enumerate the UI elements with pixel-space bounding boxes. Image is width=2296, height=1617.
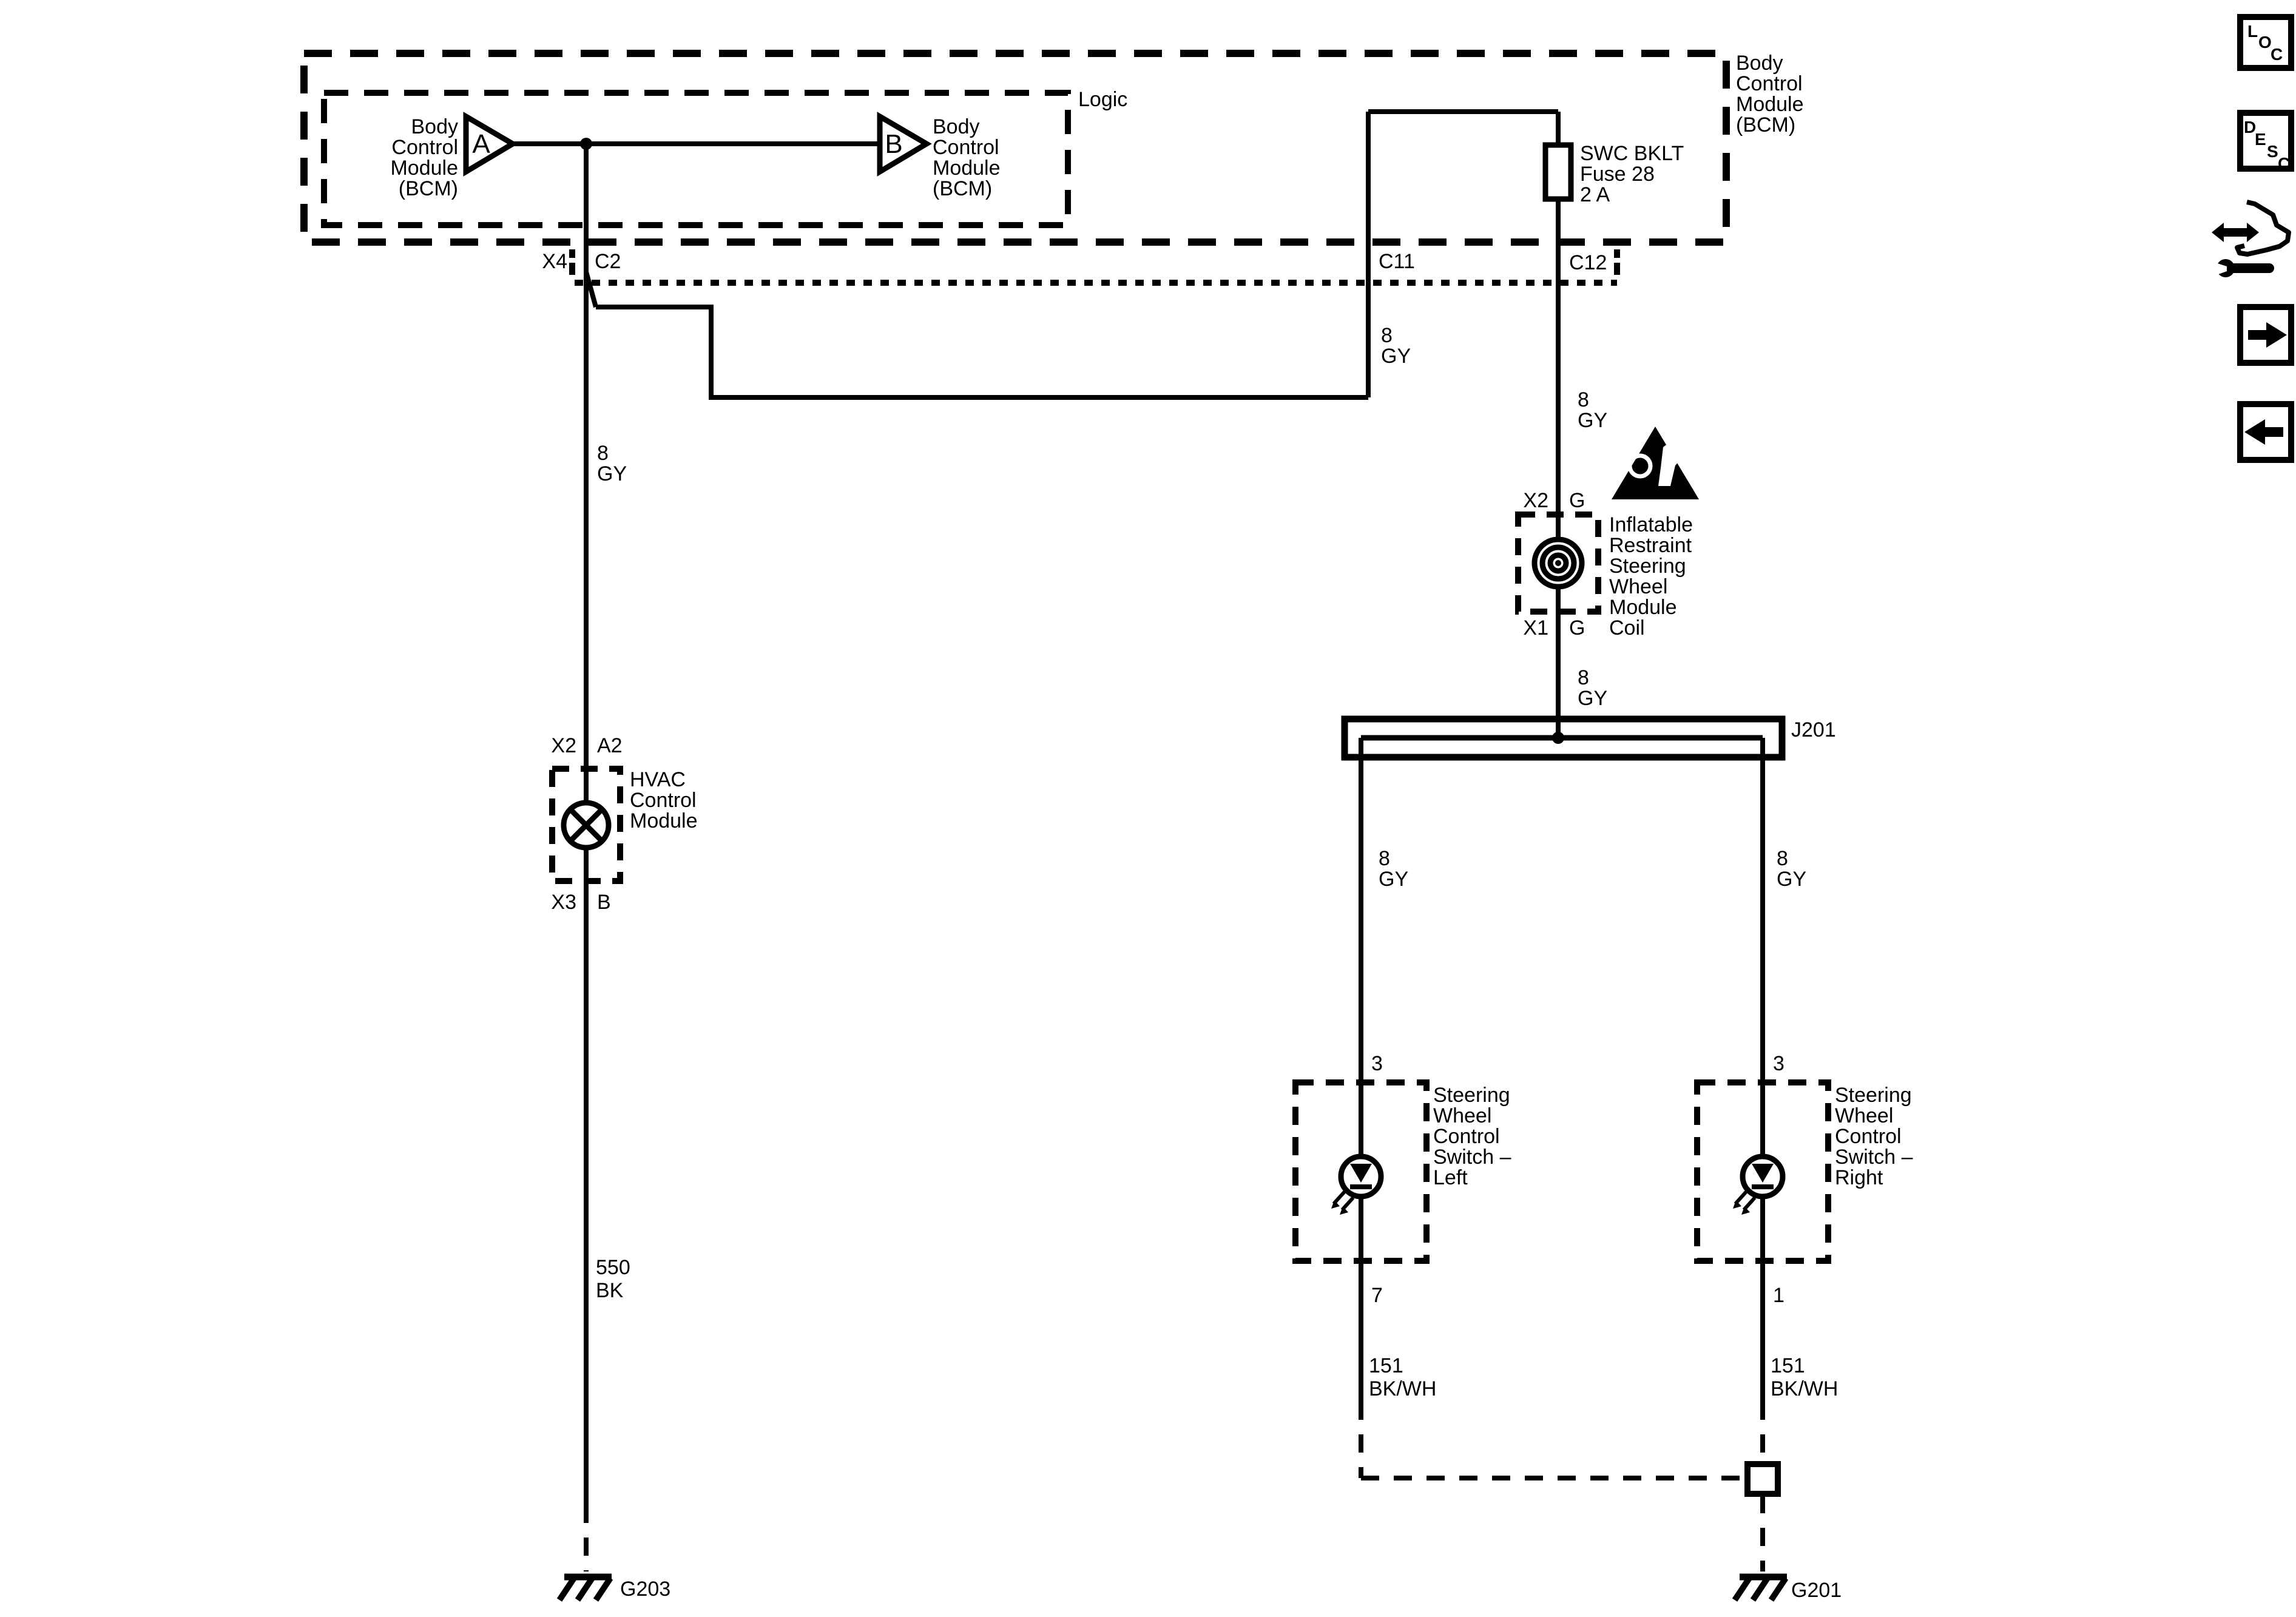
bcm-driver-b-label: Body Control Module (BCM) [933, 115, 1001, 200]
wire-label-bcm-out: 8 GY [597, 442, 627, 485]
wire-label-fuse-out: 8 GY [1578, 388, 1608, 432]
bcm-output-junction-dot [580, 138, 592, 150]
hvac-label: HVAC Control Module [630, 768, 698, 832]
switch-left-pin-bottom: 7 [1371, 1284, 1383, 1307]
coil-label: Inflatable Restraint Steering Wheel Modu… [1609, 513, 1693, 640]
wire-label-switch-right-ground: 151 BK/WH [1771, 1354, 1838, 1400]
bcm-driver-a-triangle [463, 112, 518, 177]
switch-left-label: Steering Wheel Control Switch – Left [1433, 1084, 1511, 1189]
desc-letter-d: D [2244, 118, 2257, 137]
back-arrow-icon[interactable] [2237, 401, 2294, 463]
logic-box-label: Logic [1078, 88, 1128, 111]
hvac-backlight-lamp-icon [561, 800, 612, 851]
wire-label-j201-right: 8 GY [1777, 847, 1807, 891]
hvac-pin-x3: X3 [551, 891, 576, 914]
wire-label-c11-riser: 8 GY [1381, 324, 1411, 368]
coil-dashed-box [1515, 511, 1601, 615]
desc-letter-c: C [2278, 154, 2291, 173]
desc-letter-s: S [2267, 142, 2278, 161]
forward-arrow-icon[interactable] [2237, 304, 2294, 366]
coil-pin-x1: X1 [1523, 616, 1548, 640]
switch-left-pin-top: 3 [1371, 1052, 1383, 1075]
wire-label-hvac-ground: 550 BK [596, 1256, 630, 1302]
connector-c2-label: C2 [595, 250, 621, 273]
coil-spiral-icon [1531, 536, 1585, 590]
switch-right-pin-bottom: 1 [1773, 1284, 1784, 1307]
j201-splice-pack [1341, 715, 1786, 761]
inline-connector-icon [1744, 1461, 1781, 1497]
g203-ground-icon [556, 1573, 613, 1602]
fuse-label: SWC BKLT Fuse 28 2 A [1580, 142, 1684, 206]
bcm-outer-dashed-box [300, 50, 1730, 246]
loc-letter-o: O [2258, 33, 2272, 52]
connector-c11-label: C11 [1379, 250, 1415, 273]
loc-letter-c: C [2271, 45, 2283, 64]
switch-left-dashed-box [1292, 1079, 1430, 1264]
swc-bklt-fuse-icon [1542, 142, 1574, 202]
bcm-driver-b-letter: B [885, 129, 903, 159]
coil-pin-g-bottom: G [1569, 616, 1585, 640]
g203-label: G203 [620, 1578, 671, 1601]
hvac-pin-b: B [597, 891, 611, 914]
bcm-driver-a-label: Body Control Module (BCM) [390, 115, 458, 200]
bcm-logic-dashed-box [321, 90, 1071, 228]
switch-left-led-icon [1331, 1153, 1384, 1215]
repair-instructions-icon[interactable] [2210, 200, 2291, 277]
g201-ground-icon [1732, 1573, 1789, 1602]
switch-right-led-icon [1733, 1153, 1786, 1215]
j201-label: J201 [1791, 718, 1836, 741]
hvac-pin-a2: A2 [597, 734, 623, 757]
wire-label-switch-left-ground: 151 BK/WH [1369, 1354, 1437, 1400]
switch-right-dashed-box [1694, 1079, 1831, 1264]
wire-label-j201-left: 8 GY [1379, 847, 1409, 891]
desc-button-frame[interactable] [2237, 110, 2294, 172]
bcm-module-label: Body Control Module (BCM) [1736, 52, 1804, 137]
connector-x4-label: X4 [542, 250, 567, 273]
switch-right-label: Steering Wheel Control Switch – Right [1835, 1084, 1913, 1189]
coil-pin-g-top: G [1569, 489, 1585, 512]
srs-warning-triangle-icon [1612, 427, 1699, 499]
wire-label-coil-out: 8 GY [1578, 666, 1608, 710]
bcm-driver-b-triangle [877, 112, 932, 177]
desc-letter-e: E [2255, 130, 2266, 149]
switch-right-pin-top: 3 [1773, 1052, 1784, 1075]
connector-ticks [569, 249, 1620, 275]
g201-label: G201 [1791, 1579, 1842, 1602]
hvac-pin-x2: X2 [551, 734, 576, 757]
connector-c12-label: C12 [1569, 251, 1607, 274]
coil-pin-x2: X2 [1523, 489, 1548, 512]
wires-solid [513, 109, 1765, 1505]
bcm-driver-a-letter: A [472, 129, 490, 159]
wires-dashed [584, 1402, 1765, 1571]
loc-button-frame[interactable] [2237, 14, 2294, 71]
hvac-dashed-box [549, 766, 623, 884]
loc-letter-l: L [2247, 22, 2258, 41]
